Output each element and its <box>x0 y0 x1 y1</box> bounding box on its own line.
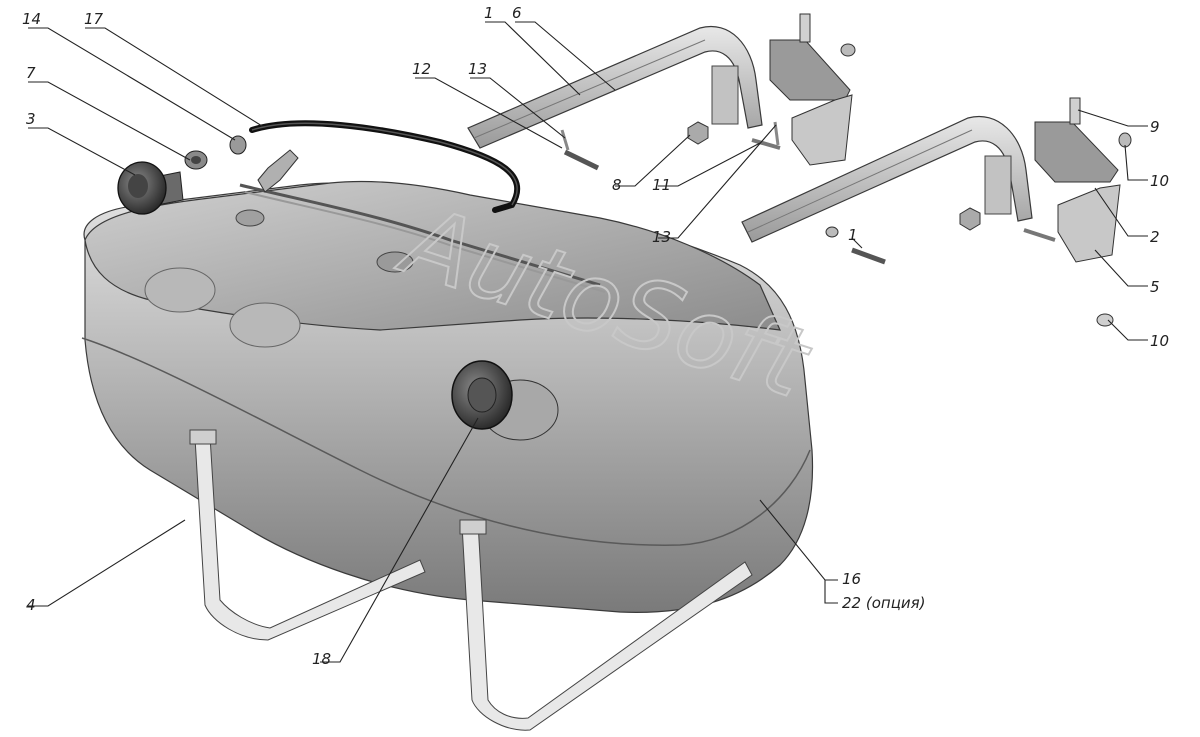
plate-upper-1 <box>769 39 851 101</box>
callout-9: 9 <box>1150 118 1160 136</box>
callout-22-option: 22 (опция) <box>842 594 926 612</box>
nut-8 <box>687 121 709 145</box>
lower-bracket-rail <box>741 116 1033 243</box>
callout-8: 8 <box>612 176 622 194</box>
nut-lower <box>959 207 981 231</box>
callout-12: 12 <box>412 60 431 78</box>
leader-lines <box>28 21 1148 663</box>
callout-17: 17 <box>84 10 104 28</box>
callout-2: 2 <box>1150 228 1160 246</box>
callout-13-upper: 13 <box>468 60 487 78</box>
callout-10-lower: 10 <box>1150 332 1169 350</box>
bolt-upper <box>799 13 811 43</box>
callout-1-lower: 1 <box>848 226 858 244</box>
tank-seam-line <box>81 337 811 546</box>
strap-left <box>194 435 426 641</box>
plate-lower-2 <box>1057 184 1121 263</box>
callout-11: 11 <box>652 176 671 194</box>
filler-cap-assembly <box>451 360 559 441</box>
callout-3: 3 <box>26 110 36 128</box>
callout-18: 18 <box>312 650 331 668</box>
bolt-9 <box>1069 97 1081 125</box>
fitting-14 <box>229 135 247 155</box>
upper-bracket-rail <box>467 25 763 149</box>
support-straps <box>189 429 753 731</box>
callout-5: 5 <box>1150 278 1160 296</box>
plate-upper-2 <box>791 94 853 166</box>
fuel-tank <box>81 180 814 613</box>
callout-16: 16 <box>842 570 861 588</box>
callout-13-lower: 13 <box>652 228 671 246</box>
strap-right <box>461 521 753 731</box>
tank-top-port-2 <box>235 209 265 227</box>
tank-recess-2 <box>229 302 301 348</box>
plate-lower-1 <box>1034 121 1119 183</box>
callout-7: 7 <box>26 64 36 82</box>
callout-6: 6 <box>512 4 522 22</box>
callout-10-upper: 10 <box>1150 172 1169 190</box>
bolt-13a <box>560 129 570 151</box>
bolt-11 <box>751 138 781 150</box>
fuel-line-fitting <box>257 149 299 193</box>
bolt-lower-mid <box>1023 228 1056 242</box>
callout-4: 4 <box>26 596 36 614</box>
bolt-12 <box>563 149 600 171</box>
tank-recess-1 <box>144 267 216 313</box>
fuel-gauge-sender <box>117 161 184 215</box>
callout-1-upper: 1 <box>484 4 494 22</box>
callout-14: 14 <box>22 10 41 28</box>
tank-top-port-1 <box>376 251 414 273</box>
washer-10b <box>1096 313 1114 327</box>
callout-labels: 14 17 7 3 12 13 1 6 8 11 13 9 10 2 5 10 … <box>22 4 1169 668</box>
bolt-1b <box>851 247 886 265</box>
mounting-plates <box>769 39 1121 263</box>
washer-10a <box>1118 132 1132 148</box>
fitting-7 <box>184 150 208 170</box>
